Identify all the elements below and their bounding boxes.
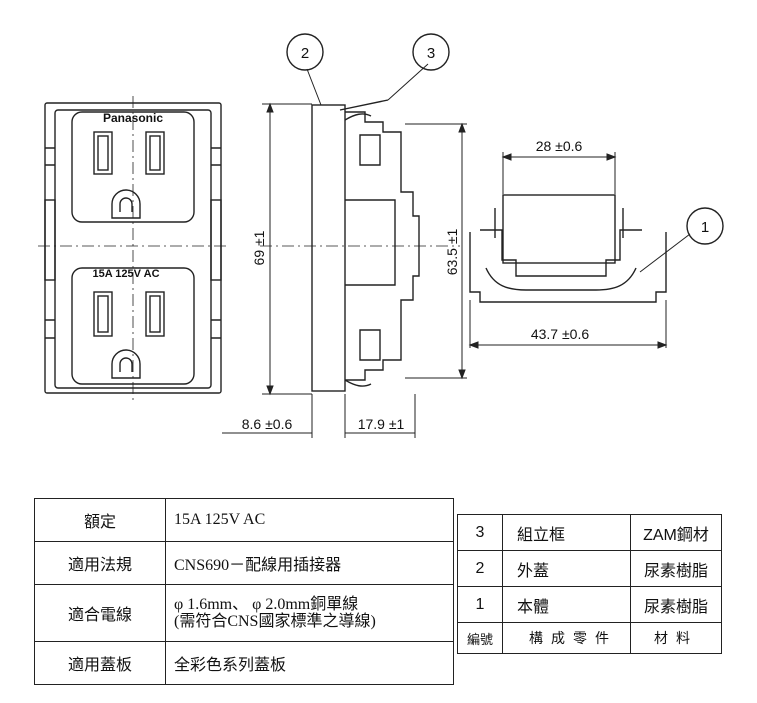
- dim-height-side: 63.5 ±1: [444, 228, 460, 275]
- header-number: 編號: [457, 622, 503, 654]
- spec-row: 適合電線 φ 1.6mm、 φ 2.0mm銅單線 (需符合CNS國家標準之導線): [34, 584, 454, 642]
- callout-2: 2: [301, 45, 309, 62]
- dimension-lines: [222, 63, 691, 438]
- part-material: ZAM鋼材: [630, 514, 722, 551]
- callout-2-circle: [286, 33, 324, 71]
- part-name: 外蓋: [502, 550, 631, 587]
- spec-label: 適合電線: [34, 584, 166, 642]
- dim-height-front: 69 ±1: [251, 230, 267, 265]
- technical-drawing: Panasonic 15A 125V AC 2 3 1 69 ±1 63.5 ±…: [38, 33, 724, 438]
- part-number: 1: [457, 586, 503, 623]
- spec-row: 適用蓋板 全彩色系列蓋板: [34, 641, 454, 685]
- part-name: 本體: [502, 586, 631, 623]
- callout-3: 3: [427, 45, 435, 62]
- parts-row: 3 組立框 ZAM鋼材: [457, 514, 722, 551]
- spec-row: 適用法規 CNS690－配線用插接器: [34, 541, 454, 585]
- spec-label: 適用蓋板: [34, 641, 166, 685]
- spec-row: 額定 15A 125V AC: [34, 498, 454, 542]
- side-view: [260, 99, 460, 392]
- parts-row: 2 外蓋 尿素樹脂: [457, 550, 722, 587]
- header-name: 構成零件: [502, 622, 631, 654]
- part-number: 2: [457, 550, 503, 587]
- dim-body-depth: 17.9 ±1: [358, 416, 405, 432]
- callout-1-circle: [686, 207, 724, 245]
- spec-value: 15A 125V AC: [165, 498, 454, 542]
- part-number: 3: [457, 514, 503, 551]
- dim-cover-depth: 8.6 ±0.6: [242, 416, 293, 432]
- brand-label: Panasonic: [103, 111, 163, 125]
- parts-row: 1 本體 尿素樹脂: [457, 586, 722, 623]
- part-material: 尿素樹脂: [630, 586, 722, 623]
- parts-header-row: 編號 構成零件 材料: [457, 622, 722, 654]
- spec-value: 全彩色系列蓋板: [165, 641, 454, 685]
- dim-top-width: 28 ±0.6: [536, 138, 583, 154]
- spec-table: 額定 15A 125V AC 適用法規 CNS690－配線用插接器 適合電線 φ…: [34, 498, 454, 685]
- callout-3-circle: [412, 33, 450, 71]
- dim-bottom-width: 43.7 ±0.6: [531, 326, 589, 342]
- header-material: 材料: [630, 622, 722, 654]
- spec-value: CNS690－配線用插接器: [165, 541, 454, 585]
- part-name: 組立框: [502, 514, 631, 551]
- spec-label: 額定: [34, 498, 166, 542]
- callout-1: 1: [701, 219, 709, 236]
- top-view: [469, 194, 667, 303]
- spec-value: φ 1.6mm、 φ 2.0mm銅單線 (需符合CNS國家標準之導線): [165, 584, 454, 642]
- front-view: [38, 96, 228, 401]
- spec-value-line: (需符合CNS國家標準之導線): [174, 613, 376, 630]
- parts-table: 3 組立框 ZAM鋼材 2 外蓋 尿素樹脂 1 本體 尿素樹脂 編號 構成零件 …: [457, 514, 722, 654]
- rating-label: 15A 125V AC: [92, 268, 159, 280]
- part-material: 尿素樹脂: [630, 550, 722, 587]
- spec-value-line: φ 1.6mm、 φ 2.0mm銅單線: [174, 596, 359, 613]
- spec-label: 適用法規: [34, 541, 166, 585]
